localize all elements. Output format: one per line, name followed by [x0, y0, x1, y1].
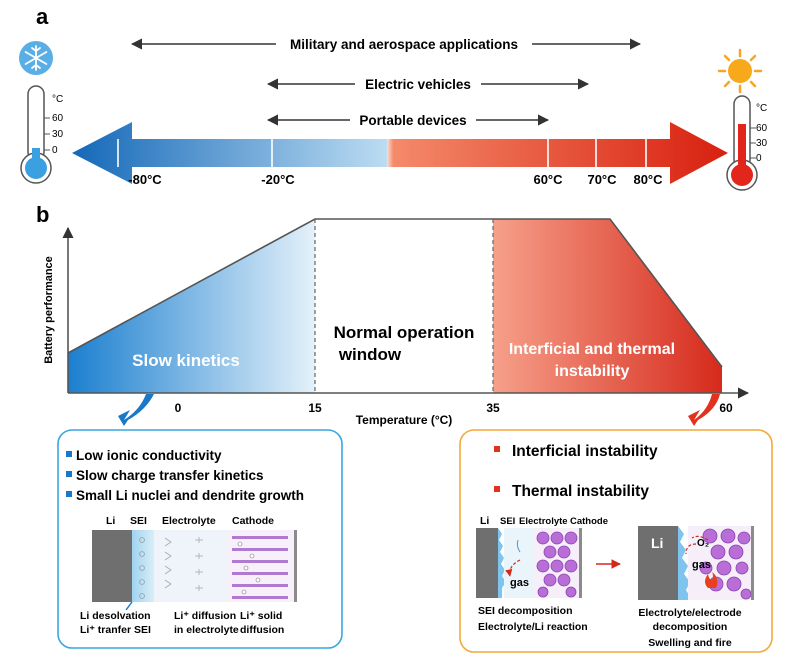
region-label-hot-2: instability [555, 363, 630, 380]
x-tick-0: 0 [175, 401, 182, 415]
region-label-normal-2: window [338, 345, 402, 364]
cold-header-li: Li [106, 515, 115, 527]
hot-thermo-tick-30: 30 [756, 138, 768, 149]
cold-thermo-tick-60: 60 [52, 113, 64, 124]
region-label-hot-1: Interficial and thermal [509, 341, 675, 358]
range-ev-label: Electric vehicles [365, 77, 471, 92]
hot-right-caption-1: Electrolyte/electrode [638, 607, 741, 619]
hot-right-caption-3: Swelling and fire [648, 637, 732, 649]
hot-thermometer-icon [726, 95, 758, 191]
range-portable: Portable devices [266, 109, 550, 131]
hot-callout-arrow [688, 394, 720, 426]
normal-region [315, 219, 493, 393]
cold-bullets [66, 451, 72, 497]
cold-caption-3a: Li⁺ solid [240, 610, 282, 622]
hot-left-caption-1: SEI decomposition [478, 605, 573, 617]
temperature-arrow [72, 122, 728, 184]
hot-left-header-cathode: Cathode [570, 516, 608, 527]
hot-thermo-tick-0: 0 [756, 153, 762, 164]
cold-header-cathode: Cathode [232, 515, 274, 527]
cold-region [68, 219, 315, 393]
panel-b-letter: b [36, 202, 49, 227]
cold-header-sei: SEI [130, 515, 147, 527]
panel-a-letter: a [36, 4, 49, 29]
hot-left-caption-2: Electrolyte/Li reaction [478, 621, 588, 633]
region-label-cold: Slow kinetics [132, 351, 240, 370]
hot-region [493, 219, 722, 393]
hot-thermo-unit: °C [756, 103, 767, 114]
cold-caption-1b: Li⁺ tranfer SEI [80, 624, 151, 636]
cold-thermo-tick-30: 30 [52, 129, 64, 140]
cold-bullet-2: Slow charge transfer kinetics [76, 468, 264, 483]
cold-callout-arrow [118, 394, 154, 426]
fire-icon [705, 572, 718, 588]
hot-bullet-marker-2 [494, 486, 500, 492]
hot-bullet-2: Thermal instability [512, 483, 649, 500]
cold-thermometer-icon [20, 85, 52, 184]
tick-label-minus20: -20°C [261, 172, 295, 187]
cold-thermo-tick-0: 0 [52, 145, 58, 156]
temperature-tick-marks [117, 139, 647, 167]
hot-bullet-marker-1 [494, 446, 500, 452]
snowflake-icon [19, 41, 53, 75]
tick-label-80: 80°C [633, 172, 663, 187]
hot-left-gas: gas [510, 577, 529, 589]
range-portable-label: Portable devices [359, 113, 466, 128]
x-tick-15: 15 [308, 401, 322, 415]
cold-caption-3b: diffusion [240, 624, 284, 636]
cold-schematic [92, 530, 297, 611]
x-tick-60: 60 [719, 401, 733, 415]
cold-header-electrolyte: Electrolyte [162, 515, 216, 527]
hot-right-schematic [638, 526, 754, 600]
hot-thermo-tick-60: 60 [756, 123, 768, 134]
y-axis-label: Battery performance [43, 256, 55, 364]
x-axis-label: Temperature (°C) [356, 413, 453, 427]
hot-left-header-li: Li [480, 515, 489, 527]
hot-left-header-sei: SEI [500, 516, 515, 527]
cold-caption-1a: Li desolvation [80, 610, 151, 622]
hot-right-li: Li [651, 535, 663, 551]
cold-bullet-3: Small Li nuclei and dendrite growth [76, 488, 304, 503]
hot-bullet-1: Interficial instability [512, 443, 658, 460]
cold-bullet-1: Low ionic conductivity [76, 448, 222, 463]
range-ev: Electric vehicles [266, 73, 590, 95]
hot-left-header-electrolyte: Electrolyte [519, 516, 568, 527]
tick-label-70: 70°C [587, 172, 617, 187]
range-military-label: Military and aerospace applications [290, 37, 518, 52]
hot-right-caption-2: decomposition [653, 621, 728, 633]
cold-caption-2b: in electrolyte [174, 624, 239, 636]
range-military: Military and aerospace applications [130, 33, 642, 55]
x-tick-35: 35 [486, 401, 500, 415]
sun-icon [717, 48, 763, 94]
hot-left-schematic [476, 528, 582, 598]
region-label-normal-1: Normal operation [334, 323, 475, 342]
tick-label-60: 60°C [533, 172, 563, 187]
cold-caption-2a: Li⁺ diffusion [174, 610, 236, 622]
tick-label-minus80: -80°C [128, 172, 162, 187]
cold-thermo-unit: °C [52, 94, 63, 105]
hot-right-gas: gas [692, 559, 711, 571]
hot-right-o2: O₂ [697, 538, 709, 549]
